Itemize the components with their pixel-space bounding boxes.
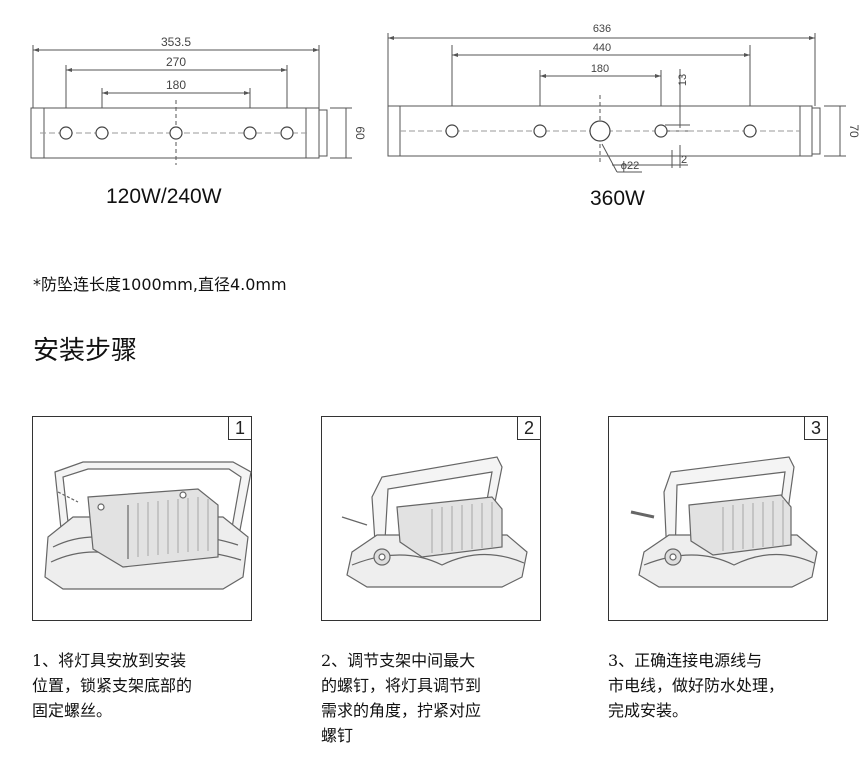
dim-label-440: 440 — [593, 42, 611, 54]
safety-chain-note: *防坠连长度1000mm,直径4.0mm — [33, 275, 287, 294]
drawing-360w: 636 440 180 70 13 2 ϕ22 — [387, 23, 861, 173]
step-1-number: 1 — [228, 416, 252, 440]
dim-label-353: 353.5 — [161, 35, 191, 49]
hole-dim-label: ϕ22 — [621, 160, 639, 172]
caption-360w: 360W — [590, 187, 645, 210]
dim-label-180: 180 — [166, 78, 186, 92]
small-dim-label-13: 13 — [677, 74, 689, 86]
height-label-60: 60 — [353, 126, 367, 140]
step-2-text: 2、调节支架中间最大 的螺钉，将灯具调节到 需求的角度，拧紧对应 螺钉 — [321, 651, 482, 745]
dim-label-636: 636 — [593, 23, 611, 35]
step-3-text: 3、正确连接电源线与 市电线，做好防水处理， 完成安装。 — [608, 651, 785, 720]
section-title: 安装步骤 — [33, 336, 138, 366]
floodlight-illustration-1 — [44, 461, 252, 590]
drawing-120w-240w: 353.5 270 180 60 — [30, 35, 367, 165]
floodlight-illustration-3 — [630, 456, 818, 588]
step-3-number: 3 — [804, 416, 828, 440]
step-1-text: 1、将灯具安放到安装 位置，锁紧支架底部的 固定螺丝。 — [32, 651, 193, 720]
dim-label-270: 270 — [166, 55, 186, 69]
dim-label-180: 180 — [591, 63, 609, 75]
step-2-image-box: 2 — [321, 416, 541, 621]
step-1-image-box: 1 — [32, 416, 252, 621]
step-3-image-box: 3 — [608, 416, 828, 621]
floodlight-illustration-2 — [341, 456, 528, 588]
height-label-70: 70 — [847, 124, 861, 138]
step-2-number: 2 — [517, 416, 541, 440]
caption-120w-240w: 120W/240W — [106, 185, 222, 208]
small-dim-label-2: 2 — [681, 154, 687, 166]
